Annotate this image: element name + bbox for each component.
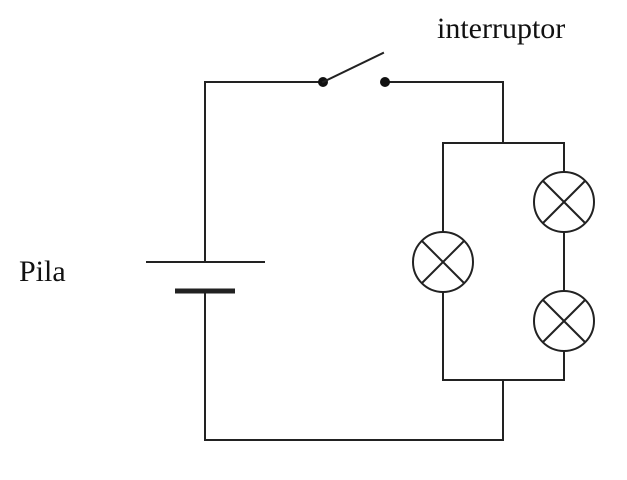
switch-lever: [321, 51, 385, 84]
lamp-left: [412, 231, 474, 293]
switch: [318, 51, 390, 87]
battery-symbol: [146, 261, 265, 294]
switch-label: interruptor: [437, 12, 565, 45]
battery-label: Pila: [19, 255, 66, 288]
lamp-top-right: [533, 171, 595, 233]
lamp-bottom-right: [533, 290, 595, 352]
wire-left-bottom: [204, 290, 504, 441]
wire-left-top: [204, 81, 324, 263]
circuit-wires: [204, 81, 565, 441]
wire-top-right: [384, 81, 504, 144]
switch-contact-right: [380, 77, 390, 87]
